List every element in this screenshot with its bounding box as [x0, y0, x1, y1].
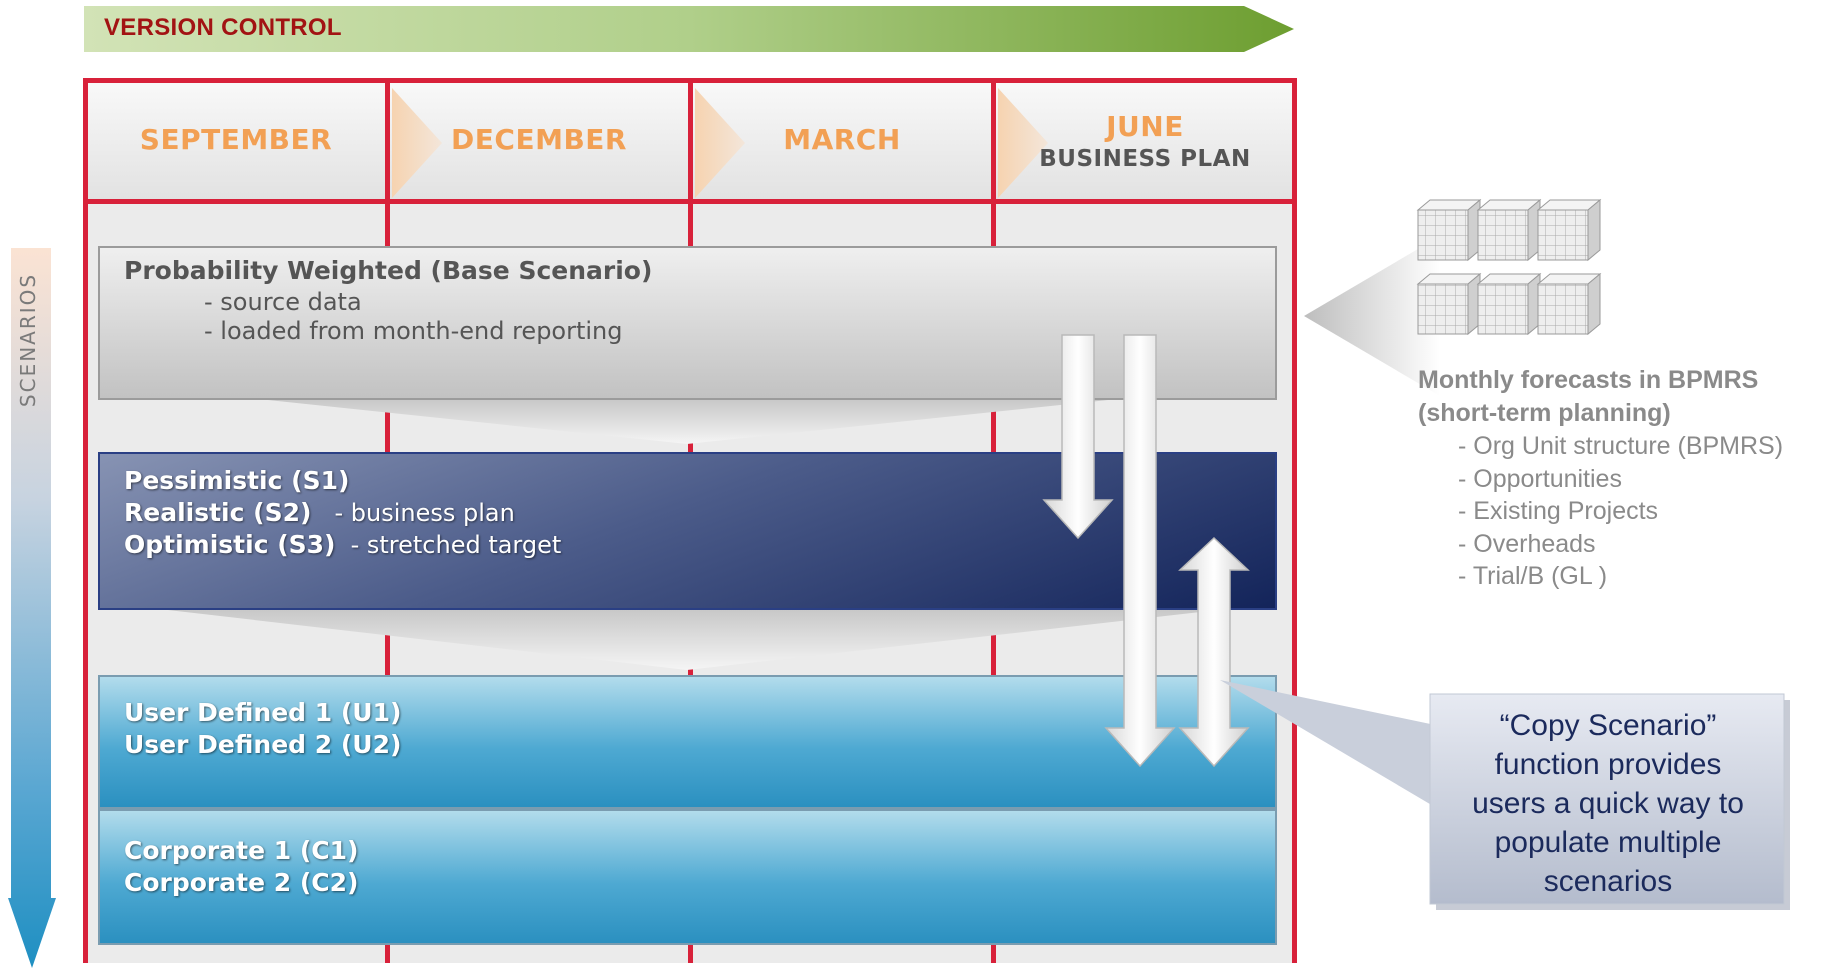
scenarios-label: SCENARIOS — [16, 272, 40, 408]
cube-icon — [1416, 198, 1482, 262]
bpmrs-pointer — [1304, 236, 1440, 396]
scenario-s2-note: - business plan — [334, 499, 515, 527]
month-header-september — [86, 80, 386, 200]
bpmrs-list: - Org Unit structure (BPMRS) - Opportuni… — [1458, 430, 1783, 593]
list-item: - Overheads — [1458, 529, 1596, 558]
list-item: - Org Unit structure (BPMRS) — [1458, 432, 1784, 460]
callout-line: function provides — [1494, 748, 1722, 781]
chevron-right-icon — [392, 88, 442, 198]
cube-icon — [1536, 198, 1602, 262]
callout-line: scenarios — [1543, 865, 1673, 898]
base-scenario-line: - loaded from month-end reporting — [204, 317, 623, 345]
cube-icon — [1416, 272, 1482, 336]
cube-icon — [1476, 198, 1542, 262]
scenario-s3-row: Optimistic (S3) - stretched target — [124, 530, 561, 559]
user-defined-1: User Defined 1 (U1) — [124, 698, 402, 727]
grid-line — [1292, 78, 1297, 963]
bpmrs-title-line: (short-term planning) — [1418, 399, 1671, 427]
cube-icon — [1536, 272, 1602, 336]
bpmrs-title: Monthly forecasts in BPMRS (short-term p… — [1418, 364, 1758, 430]
callout-line: “Copy Scenario” — [1499, 709, 1717, 742]
corporate-1: Corporate 1 (C1) — [124, 836, 359, 865]
chevron-right-icon — [998, 88, 1048, 198]
version-control-banner — [84, 6, 1294, 52]
scenario-s3: Optimistic (S3) — [124, 530, 336, 559]
callout-line: populate multiple — [1494, 826, 1722, 859]
grid-line — [83, 78, 88, 963]
callout-text: “Copy Scenario” function provides users … — [1438, 706, 1778, 901]
scenarios-arrow — [8, 248, 56, 968]
copy-scenario-callout — [1220, 680, 1790, 910]
user-defined-2: User Defined 2 (U2) — [124, 730, 402, 759]
user-defined-band — [98, 675, 1277, 809]
scenario-s2: Realistic (S2) — [124, 498, 312, 527]
funnel-shape — [168, 610, 1218, 670]
business-plan-label: BUSINESS PLAN — [1039, 146, 1251, 172]
list-item: - Opportunities — [1458, 464, 1622, 493]
arrow-down-icon — [1042, 334, 1114, 540]
arrow-down-icon — [1104, 334, 1176, 768]
copy-arrows — [1042, 334, 1250, 768]
month-september: SEPTEMBER — [139, 123, 333, 156]
funnel-shape — [268, 400, 1108, 444]
scenario-s1: Pessimistic (S1) — [124, 466, 350, 495]
chevron-right-icon — [695, 88, 745, 198]
base-scenario-title: Probability Weighted (Base Scenario) — [124, 256, 653, 285]
data-cubes-icon — [1416, 198, 1602, 336]
bpmrs-title-line: Monthly forecasts in BPMRS — [1418, 366, 1759, 394]
version-control-label: VERSION CONTROL — [104, 14, 342, 41]
cube-icon — [1476, 272, 1542, 336]
callout-line: users a quick way to — [1472, 787, 1744, 820]
month-june: JUNE — [1106, 110, 1184, 143]
corporate-2: Corporate 2 (C2) — [124, 868, 359, 897]
list-item: - Existing Projects — [1458, 497, 1659, 525]
month-march: MARCH — [783, 123, 901, 156]
corporate-band — [98, 809, 1277, 945]
month-december: DECEMBER — [451, 123, 627, 156]
list-item: - Trial/B (GL ) — [1458, 562, 1608, 590]
base-scenario-line: - source data — [204, 288, 362, 316]
arrow-updown-icon — [1178, 536, 1250, 768]
scenario-s2-row: Realistic (S2) - business plan — [124, 498, 515, 527]
scenario-s3-note: - stretched target — [350, 531, 562, 559]
